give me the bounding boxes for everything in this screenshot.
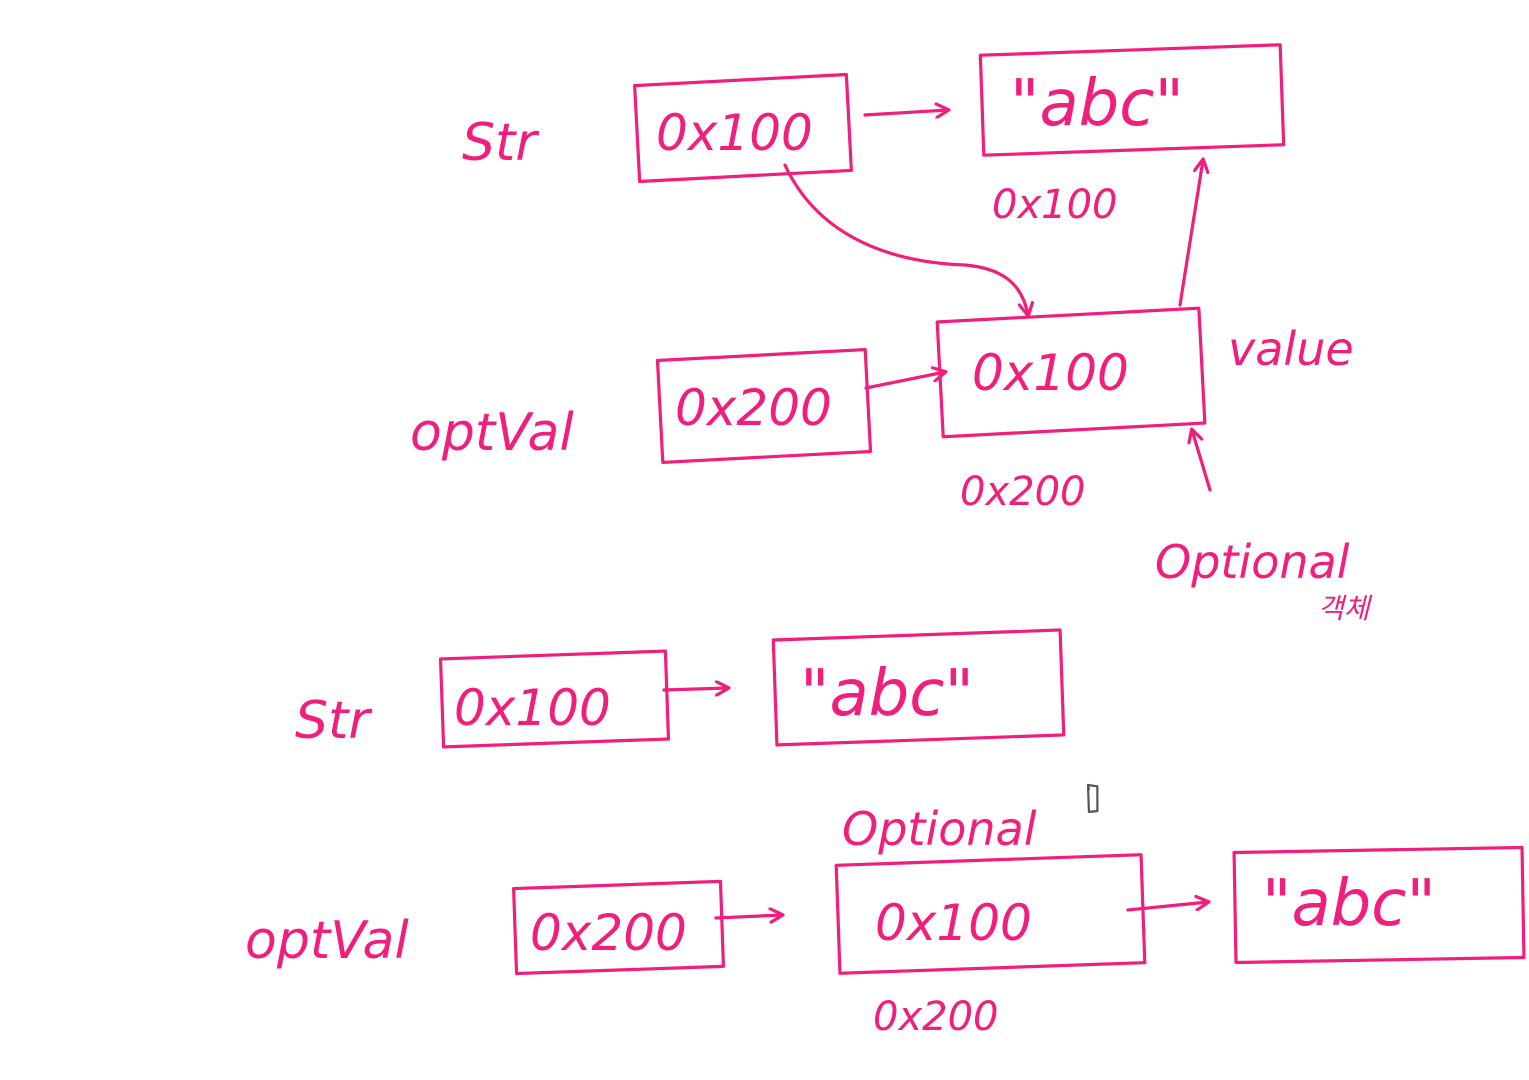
top-optval-box-value: 0x200 xyxy=(675,379,832,437)
bottom-string-box xyxy=(771,628,1066,747)
top-optional-note: Optional xyxy=(1155,535,1350,589)
bottom-optional-box-value: 0x100 xyxy=(875,894,1032,952)
bottom-str-box xyxy=(438,649,671,749)
bottom-optional-caption: Optional xyxy=(842,802,1037,856)
top-optional-note-sub: 객체 xyxy=(1318,592,1373,625)
bottom-optval-to-optional-arrow xyxy=(714,915,782,918)
top-optval-to-optional-arrow xyxy=(864,372,945,390)
top-string-box xyxy=(978,43,1286,157)
top-optional-box-value: 0x100 xyxy=(972,344,1129,402)
top-str-to-optional-arrow xyxy=(783,163,1028,315)
bottom-string2-box xyxy=(1232,845,1526,965)
top-optval-box xyxy=(655,348,873,464)
bottom-optval-label: optVal xyxy=(245,911,409,971)
top-string-address: 0x100 xyxy=(992,182,1117,228)
pen-cursor-icon xyxy=(1086,783,1099,813)
bottom-optval-box xyxy=(511,879,726,976)
bottom-str-box-value: 0x100 xyxy=(454,679,611,737)
top-str-box-value: 0x100 xyxy=(656,104,813,162)
bottom-optval-box-value: 0x200 xyxy=(530,904,687,962)
top-str-box xyxy=(633,72,853,184)
top-optional-box xyxy=(935,306,1207,439)
bottom-string2-box-value: "abc" xyxy=(1262,867,1436,941)
bottom-str-label: Str xyxy=(295,691,373,751)
bottom-optional-address: 0x200 xyxy=(873,994,998,1040)
top-str-to-string-arrow xyxy=(863,110,948,115)
top-str-label: Str xyxy=(462,113,540,173)
bottom-str-to-string-arrow xyxy=(662,688,728,690)
top-optional-note-arrow xyxy=(1192,430,1212,492)
top-value-note: value xyxy=(1228,322,1354,376)
top-optional-address: 0x200 xyxy=(960,469,1085,515)
top-string-box-value: "abc" xyxy=(1010,67,1184,141)
top-optional-to-string-arrow xyxy=(1178,160,1203,307)
bottom-string-box-value: "abc" xyxy=(800,657,974,731)
top-optval-label: optVal xyxy=(410,403,574,463)
bottom-optional-to-string-arrow xyxy=(1126,902,1208,912)
